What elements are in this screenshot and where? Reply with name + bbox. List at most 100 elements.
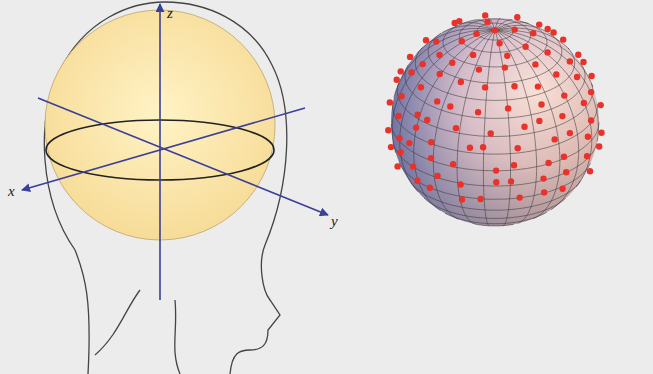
electrode-dot bbox=[552, 136, 558, 142]
axis-label: y bbox=[331, 214, 338, 229]
electrode-dot bbox=[436, 52, 442, 58]
electrode-dot bbox=[398, 68, 404, 74]
electrode-dot bbox=[437, 71, 443, 77]
electrode-dot bbox=[424, 117, 430, 123]
electrode-dot bbox=[433, 38, 439, 44]
electrode-dot bbox=[414, 178, 420, 184]
electrode-dot bbox=[598, 102, 604, 108]
grid-line bbox=[495, 30, 592, 187]
electrode-dot bbox=[488, 130, 494, 136]
axes bbox=[22, 4, 328, 300]
electrode-dot bbox=[406, 140, 412, 146]
electrode-dot bbox=[434, 98, 440, 104]
electrode-dot bbox=[505, 105, 511, 111]
electrode-dot bbox=[418, 84, 424, 90]
electrode-dot bbox=[476, 66, 482, 72]
grid-line bbox=[483, 30, 495, 226]
electrode-dot bbox=[480, 144, 486, 150]
electrode-dot bbox=[467, 145, 473, 151]
electrode-dot bbox=[545, 26, 551, 32]
electrode-dot bbox=[575, 52, 581, 58]
grid-line bbox=[457, 30, 495, 224]
electrode-dot bbox=[588, 117, 594, 123]
electrode-dot bbox=[508, 178, 514, 184]
grid-line bbox=[415, 48, 574, 101]
grid-line bbox=[392, 30, 495, 153]
grid-line bbox=[495, 30, 537, 223]
electrode-dot bbox=[457, 181, 463, 187]
grid-line bbox=[417, 29, 495, 54]
electrode-dot bbox=[567, 58, 573, 64]
electrode-dot bbox=[540, 175, 546, 181]
electrode-dot bbox=[574, 74, 580, 80]
electrode-dot bbox=[434, 173, 440, 179]
electrode-dot bbox=[580, 59, 586, 65]
electrode-dot bbox=[517, 194, 523, 200]
electrode-sphere bbox=[391, 18, 599, 226]
electrode-dot bbox=[450, 161, 456, 167]
electrode-dot bbox=[521, 124, 527, 130]
electrode-dot bbox=[453, 125, 459, 131]
grid-line bbox=[495, 30, 579, 209]
head-outline bbox=[44, 2, 286, 374]
electrode-dot bbox=[512, 26, 518, 32]
electrode-dot bbox=[561, 154, 567, 160]
sphere-grid bbox=[391, 18, 599, 226]
electrode-dot bbox=[414, 112, 420, 118]
grid-line bbox=[476, 224, 513, 226]
electrode-dot bbox=[388, 144, 394, 150]
grid-line bbox=[394, 30, 495, 98]
electrode-dot bbox=[475, 109, 481, 115]
electrode-dot bbox=[397, 149, 403, 155]
electrode-dot bbox=[544, 49, 550, 55]
electrode-dot bbox=[395, 113, 401, 119]
electrode-dot bbox=[515, 145, 521, 151]
electrode-dot bbox=[394, 77, 400, 83]
electrode-dot bbox=[413, 124, 419, 130]
electrode-dot bbox=[407, 54, 413, 60]
electrode-dot bbox=[563, 169, 569, 175]
electrode-dot bbox=[561, 92, 567, 98]
electrode-dot bbox=[482, 12, 488, 18]
electrode-dot bbox=[587, 168, 593, 174]
electrode-dot bbox=[493, 167, 499, 173]
electrode-dot bbox=[559, 113, 565, 119]
electrode-dot bbox=[588, 89, 594, 95]
grid-line bbox=[459, 19, 530, 52]
electrode-dot bbox=[410, 163, 416, 169]
electrode-dot bbox=[496, 40, 502, 46]
grid-line bbox=[393, 143, 597, 186]
electrode-dot bbox=[394, 163, 400, 169]
electrode-dot bbox=[550, 29, 556, 35]
electrode-dot bbox=[449, 60, 455, 66]
electrode-dot bbox=[535, 83, 541, 89]
grid-line bbox=[399, 163, 590, 200]
electrode-dot bbox=[428, 139, 434, 145]
electrode-dot bbox=[470, 52, 476, 58]
grid-line bbox=[495, 30, 511, 226]
electrode-dot bbox=[532, 61, 538, 67]
grid-line bbox=[405, 63, 585, 118]
electrode-dot bbox=[598, 130, 604, 136]
grid-line bbox=[495, 28, 569, 49]
electrode-dot bbox=[536, 118, 542, 124]
electrode-dot bbox=[581, 100, 587, 106]
grid-line bbox=[397, 83, 592, 136]
electrode-dot bbox=[567, 130, 573, 136]
grid-line bbox=[495, 30, 598, 142]
electrode-dots bbox=[385, 12, 605, 203]
electrode-dot bbox=[492, 27, 498, 33]
electrode-dot bbox=[511, 83, 517, 89]
electrode-dot bbox=[514, 14, 520, 20]
axis-label: x bbox=[8, 184, 15, 199]
electrode-dot bbox=[428, 155, 434, 161]
electrode-dot bbox=[387, 99, 393, 105]
grid-line bbox=[495, 30, 593, 87]
grid-line bbox=[433, 30, 495, 219]
electrode-dot bbox=[596, 143, 602, 149]
electrode-dot bbox=[477, 196, 483, 202]
electrode-dot bbox=[530, 30, 536, 36]
electrode-dot bbox=[427, 185, 433, 191]
electrode-dot bbox=[585, 134, 591, 140]
